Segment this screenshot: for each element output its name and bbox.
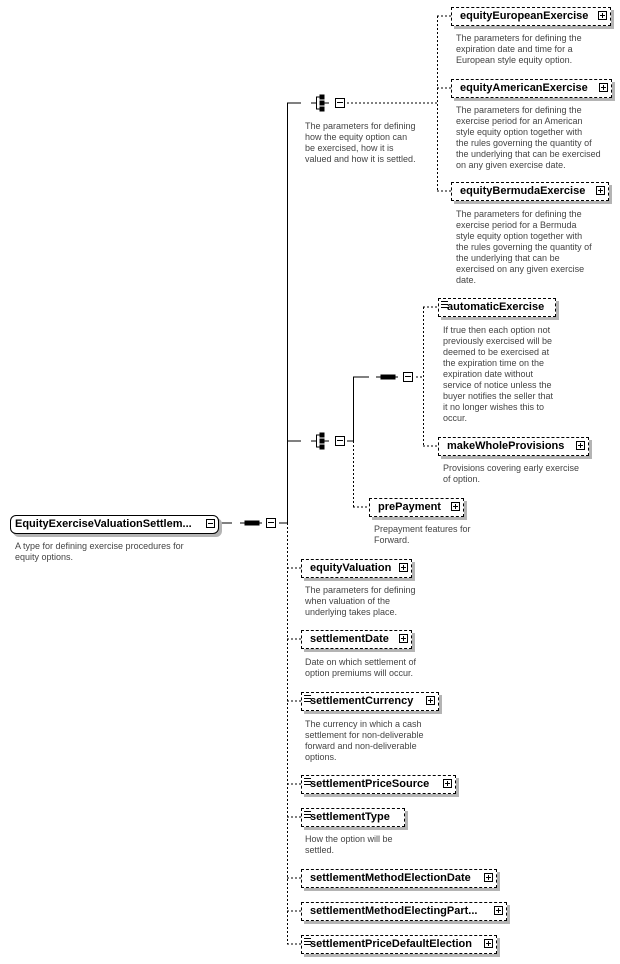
expand-icon[interactable] — [426, 696, 435, 705]
element-node[interactable]: equityValuation — [301, 559, 412, 578]
element-node[interactable]: equityEuropeanExercise — [451, 7, 611, 26]
element-name: settlementMethodElectingPart... — [310, 905, 478, 917]
element-name: automaticExercise — [447, 301, 545, 313]
element-name: settlementPriceDefaultElection — [310, 938, 472, 950]
collapse-icon[interactable] — [403, 372, 413, 382]
element-description: The parameters for defining the exercise… — [456, 105, 601, 170]
element-description: If true then each option not previously … — [443, 325, 554, 423]
element-node[interactable]: settlementPriceDefaultElection — [301, 935, 497, 954]
expand-icon[interactable] — [596, 186, 605, 195]
expand-icon[interactable] — [484, 873, 493, 882]
element-name: settlementPriceSource — [310, 778, 430, 790]
element-description: The parameters for defining when valuati… — [305, 585, 416, 617]
element-node[interactable]: settlementPriceSource — [301, 775, 456, 794]
element-description: Date on which settlement of option premi… — [305, 657, 417, 678]
simple-content-icon — [441, 301, 448, 308]
element-name: settlementCurrency — [310, 695, 414, 707]
expand-icon[interactable] — [598, 11, 607, 20]
element-description: Prepayment features for Forward. — [374, 524, 471, 545]
element-description: How the option will be settled. — [305, 834, 393, 855]
element-name: makeWholeProvisions — [447, 440, 565, 452]
element-node[interactable]: equityBermudaExercise — [451, 182, 609, 201]
element-node[interactable]: makeWholeProvisions — [438, 437, 589, 456]
simple-content-icon — [304, 695, 311, 702]
element-description: The parameters for defining the expirati… — [456, 33, 582, 65]
element-description: The currency in which a cash settlement … — [305, 719, 424, 762]
root-type-node[interactable]: EquityExerciseValuationSettlem... — [10, 515, 219, 534]
element-node[interactable]: settlementMethodElectionDate — [301, 869, 497, 888]
element-name: settlementType — [310, 811, 390, 823]
choice-exercise-description: The parameters for defining how the equi… — [305, 121, 416, 164]
element-name: prePayment — [378, 501, 441, 513]
expand-icon[interactable] — [399, 634, 408, 643]
root-description: A type for defining exercise procedures … — [15, 541, 184, 562]
collapse-icon[interactable] — [266, 518, 276, 528]
collapse-icon[interactable] — [335, 98, 345, 108]
collapse-icon[interactable] — [206, 519, 215, 528]
simple-content-icon — [304, 938, 311, 945]
expand-icon[interactable] — [494, 906, 503, 915]
expand-icon[interactable] — [599, 83, 608, 92]
element-description: The parameters for defining the exercise… — [456, 209, 592, 285]
element-node[interactable]: settlementType — [301, 808, 405, 827]
element-name: equityAmericanExercise — [460, 82, 588, 94]
element-name: equityValuation — [310, 562, 391, 574]
expand-icon[interactable] — [443, 779, 452, 788]
simple-content-icon — [304, 811, 311, 818]
element-node[interactable]: automaticExercise — [438, 298, 556, 317]
element-name: settlementDate — [310, 633, 389, 645]
element-node[interactable]: settlementMethodElectingPart... — [301, 902, 507, 921]
simple-content-icon — [304, 778, 311, 785]
expand-icon[interactable] — [484, 939, 493, 948]
element-name: equityBermudaExercise — [460, 185, 586, 197]
expand-icon[interactable] — [451, 502, 460, 511]
element-node[interactable]: equityAmericanExercise — [451, 79, 612, 98]
expand-icon[interactable] — [399, 563, 408, 572]
expand-icon[interactable] — [576, 441, 585, 450]
element-name: equityEuropeanExercise — [460, 10, 589, 22]
element-node[interactable]: settlementCurrency — [301, 692, 439, 711]
collapse-icon[interactable] — [335, 436, 345, 446]
element-node[interactable]: settlementDate — [301, 630, 412, 649]
element-name: settlementMethodElectionDate — [310, 872, 471, 884]
element-description: Provisions covering early exercise of op… — [443, 463, 580, 484]
root-type-name: EquityExerciseValuationSettlem... — [15, 518, 192, 530]
element-node[interactable]: prePayment — [369, 498, 464, 517]
